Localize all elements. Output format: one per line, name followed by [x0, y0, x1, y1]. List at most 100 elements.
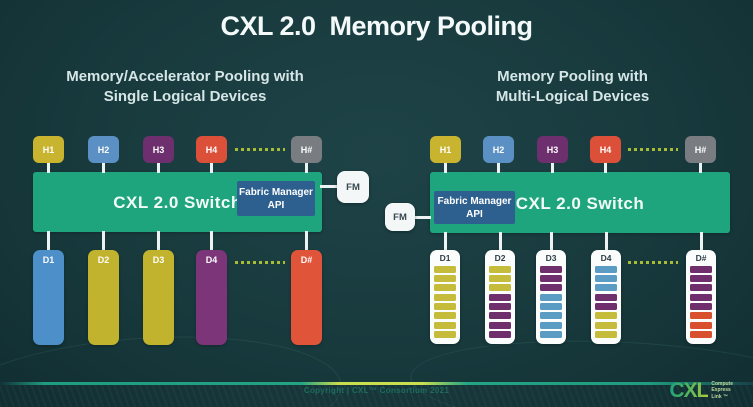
- device-stem: [498, 232, 502, 251]
- device-label: D2: [494, 253, 506, 263]
- footer-divider: [0, 382, 753, 385]
- memory-stripe: [690, 321, 712, 329]
- device-box-d4: D4: [196, 250, 227, 345]
- fm-label-left: FM: [346, 181, 360, 193]
- fm-connector-right: [412, 216, 431, 219]
- memory-stripe: [690, 303, 712, 311]
- memory-stripe: [489, 303, 511, 311]
- device-stem: [305, 231, 308, 251]
- ellipsis-dashes: [235, 261, 285, 264]
- memory-stripe: [595, 321, 617, 329]
- host-box-h3: H3: [143, 136, 174, 163]
- cxl-logo: CXL Compute Express Link ™: [669, 380, 733, 401]
- memory-stripe: [434, 321, 456, 329]
- fm-label-right: FM: [393, 211, 407, 223]
- device-box-d3: D3: [143, 250, 174, 345]
- memory-stripes: [540, 265, 562, 339]
- device-stem: [102, 231, 105, 251]
- memory-stripe: [489, 284, 511, 292]
- device-box-d#: D#: [686, 250, 716, 344]
- memory-stripe: [489, 274, 511, 282]
- device-label: D#: [695, 253, 707, 263]
- device-stem: [47, 231, 50, 251]
- host-box-h2: H2: [483, 136, 514, 163]
- host-box-h2: H2: [88, 136, 119, 163]
- memory-stripe: [540, 293, 562, 301]
- host-box-h4: H4: [590, 136, 621, 163]
- memory-stripe: [595, 284, 617, 292]
- memory-stripe: [540, 312, 562, 320]
- switch-label-right: CXL 2.0 Switch: [515, 194, 645, 213]
- memory-stripe: [434, 265, 456, 273]
- host-box-h1: H1: [430, 136, 461, 163]
- fabric-manager-label: Fabric Manager: [239, 186, 313, 198]
- fabric-manager-label: Fabric Manager: [437, 195, 512, 207]
- cxl-switch-right: CXL 2.0 Switch Fabric Manager API: [430, 172, 730, 233]
- memory-stripe: [434, 284, 456, 292]
- host-stem: [444, 162, 447, 173]
- right-subtitle-line2: Multi-Logical Devices: [495, 88, 650, 106]
- memory-stripes: [595, 265, 617, 339]
- host-stem: [47, 162, 50, 173]
- host-box-h3: H3: [537, 136, 568, 163]
- memory-stripe: [690, 312, 712, 320]
- ellipsis-dashes: [628, 148, 678, 151]
- host-box-h4: H4: [196, 136, 227, 163]
- fm-connector-left: [320, 185, 340, 188]
- fm-box-left: FM: [337, 171, 369, 203]
- right-subtitle: Memory Pooling with Multi-Logical Device…: [405, 67, 740, 108]
- host-stem: [102, 162, 105, 173]
- device-stem: [157, 231, 160, 251]
- memory-stripe: [489, 321, 511, 329]
- memory-stripe: [489, 312, 511, 320]
- device-stem: [443, 232, 447, 251]
- memory-stripe: [690, 293, 712, 301]
- memory-stripe: [540, 321, 562, 329]
- left-subtitle-line1: Memory/Accelerator Pooling with: [66, 68, 304, 85]
- decor-texture: [0, 385, 753, 407]
- copyright-text: Copyright | CXL™ Consortium 2021: [303, 386, 450, 395]
- device-box-d4: D4: [591, 250, 621, 344]
- memory-stripe: [434, 312, 456, 320]
- memory-stripe: [595, 331, 617, 339]
- memory-stripe: [690, 331, 712, 339]
- slide-title: CXL 2.0 Memory Pooling: [220, 11, 533, 41]
- memory-stripe: [690, 265, 712, 273]
- memory-stripe: [434, 274, 456, 282]
- memory-stripe: [540, 265, 562, 273]
- host-stem: [604, 162, 607, 173]
- ellipsis-dashes: [235, 148, 285, 151]
- memory-stripes: [434, 265, 456, 339]
- host-stem: [157, 162, 160, 173]
- memory-stripes: [489, 265, 511, 339]
- fabric-manager-api-label: API: [466, 208, 483, 220]
- host-box-h#: H#: [685, 136, 716, 163]
- memory-stripe: [434, 293, 456, 301]
- host-stem: [305, 162, 308, 173]
- memory-stripe: [690, 284, 712, 292]
- device-box-d1: D1: [430, 250, 460, 344]
- left-subtitle-line2: Single Logical Devices: [103, 88, 267, 106]
- device-stem: [210, 231, 213, 251]
- memory-stripe: [690, 274, 712, 282]
- right-subtitle-line1: Memory Pooling with: [497, 68, 648, 85]
- memory-stripe: [595, 293, 617, 301]
- fabric-manager-api-label: API: [267, 199, 285, 211]
- device-stem: [604, 232, 608, 251]
- host-stem: [497, 162, 500, 173]
- cxl-logo-text: CXL: [669, 379, 709, 402]
- device-label: D4: [600, 253, 612, 263]
- device-label: D3: [545, 253, 557, 263]
- memory-stripe: [540, 331, 562, 339]
- host-stem: [551, 162, 554, 173]
- memory-stripes: [690, 265, 712, 339]
- device-box-d3: D3: [536, 250, 566, 344]
- device-stem: [549, 232, 553, 251]
- memory-stripe: [595, 303, 617, 311]
- fabric-manager-api-left: Fabric Manager API: [237, 181, 315, 216]
- memory-stripe: [489, 265, 511, 273]
- cxl-switch-left: CXL 2.0 Switch Fabric Manager API: [33, 172, 322, 232]
- fm-box-right: FM: [385, 203, 415, 231]
- memory-stripe: [595, 312, 617, 320]
